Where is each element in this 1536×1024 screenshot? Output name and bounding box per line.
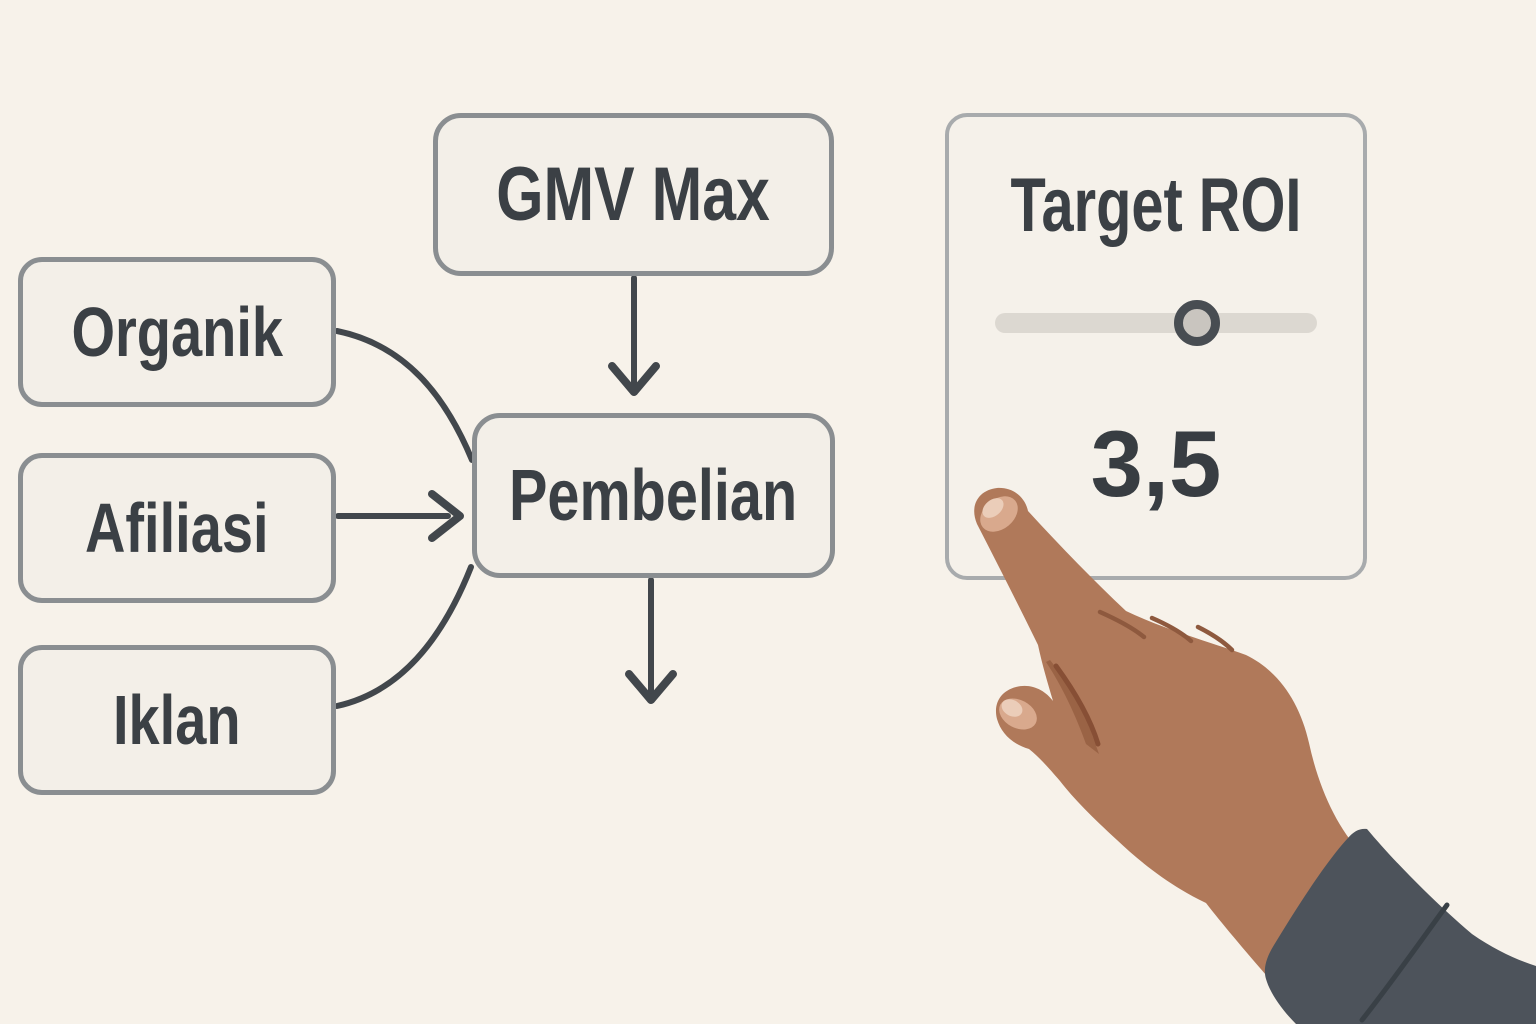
arrow-down-icon bbox=[608, 362, 660, 396]
knuckle-crease bbox=[1097, 609, 1147, 640]
node-iklan-label: Iklan bbox=[113, 681, 241, 759]
node-iklan: Iklan bbox=[18, 645, 336, 795]
node-afiliasi: Afiliasi bbox=[18, 453, 336, 603]
thumb-nail-highlight bbox=[1001, 699, 1023, 717]
node-pembelian: Pembelian bbox=[472, 413, 835, 578]
edge-organik-to-pembelian bbox=[334, 328, 475, 463]
roi-slider[interactable] bbox=[995, 298, 1317, 348]
slider-knob[interactable] bbox=[1173, 300, 1220, 346]
knuckle-crease bbox=[1149, 615, 1194, 644]
arrow-right-icon bbox=[428, 490, 464, 542]
sleeve bbox=[1264, 828, 1536, 1024]
fingernails bbox=[980, 496, 1037, 730]
index-nail-highlight bbox=[982, 498, 1004, 518]
roi-value: 3,5 bbox=[1090, 411, 1222, 516]
node-organik: Organik bbox=[18, 257, 336, 407]
node-pembelian-label: Pembelian bbox=[509, 455, 798, 536]
folded-fingers-shadow bbox=[1046, 660, 1099, 754]
edge-iklan-to-pembelian bbox=[334, 564, 474, 709]
node-organik-label: Organik bbox=[71, 293, 283, 371]
knuckle-crease bbox=[1195, 624, 1235, 653]
fold-crease bbox=[1053, 663, 1101, 747]
sleeve-seam bbox=[1359, 902, 1450, 1023]
hand-skin bbox=[974, 487, 1396, 1016]
slider-track[interactable] bbox=[995, 313, 1317, 333]
node-afiliasi-label: Afiliasi bbox=[85, 489, 269, 567]
node-gmv-max: GMV Max bbox=[433, 113, 834, 276]
arrow-down-icon bbox=[625, 670, 677, 704]
panel-title: Target ROI bbox=[1010, 163, 1302, 248]
node-gmv-max-label: GMV Max bbox=[496, 151, 771, 237]
